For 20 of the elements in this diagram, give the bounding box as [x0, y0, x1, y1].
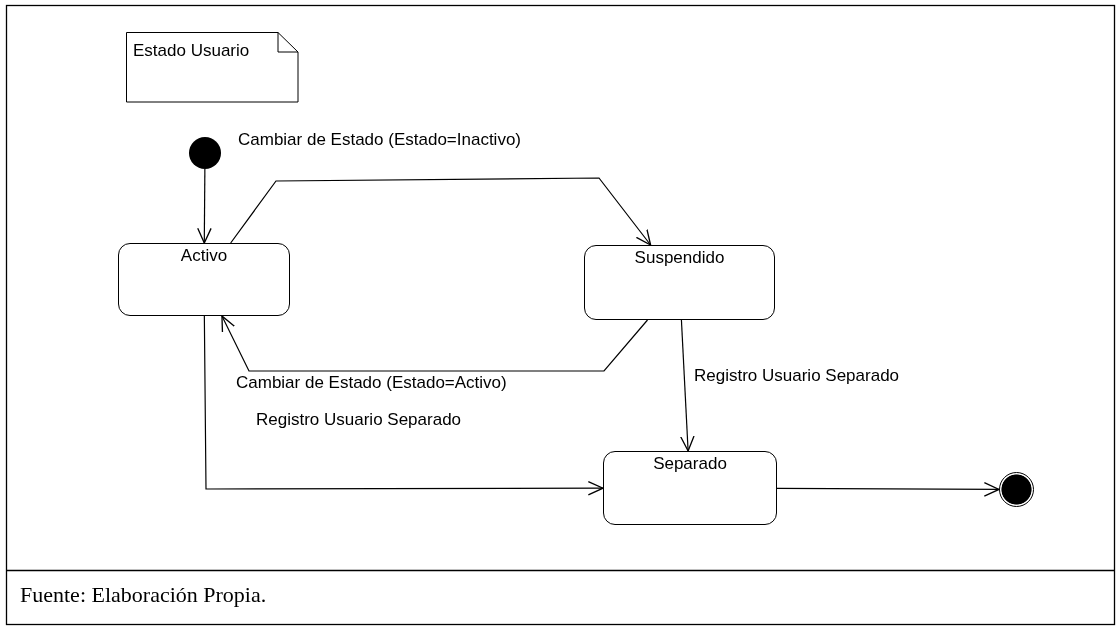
state-box — [584, 245, 775, 320]
state-box — [603, 451, 777, 525]
transition-arrow — [197, 168, 212, 244]
state-name: Suspendido — [634, 248, 725, 268]
transition-arrow — [680, 319, 695, 452]
state-name: Activo — [180, 246, 228, 266]
transition-arrow — [203, 315, 604, 496]
state-name: Separado — [653, 454, 727, 474]
transition-arrow — [776, 482, 1000, 497]
transition-label: Registro Usuario Separado — [254, 410, 464, 430]
final-state — [999, 472, 1034, 507]
caption: Fuente: Elaboración Propia. — [20, 582, 267, 608]
state-box — [118, 243, 290, 316]
transition-label: Cambiar de Estado (Estado=Activo) — [234, 373, 509, 393]
initial-state — [189, 137, 221, 169]
note-box — [126, 32, 299, 103]
transition-arrow — [230, 177, 652, 246]
transition-label: Registro Usuario Separado — [692, 366, 902, 386]
transition-label: Cambiar de Estado (Estado=Inactivo) — [236, 130, 523, 150]
note-text: Estado Usuario — [133, 40, 251, 62]
